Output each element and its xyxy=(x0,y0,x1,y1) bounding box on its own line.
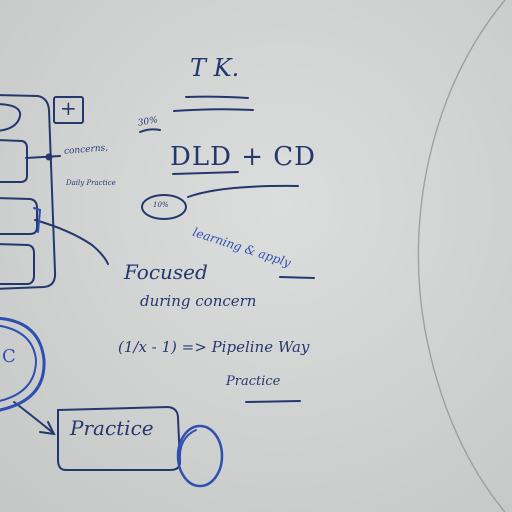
stack-box-1 xyxy=(0,139,28,183)
focused-label: Focused xyxy=(124,260,208,284)
during-concern-label: during concern xyxy=(140,292,257,310)
c-letter: C xyxy=(2,346,16,367)
outer-stack-box xyxy=(0,94,57,290)
big-blue-circle xyxy=(0,316,46,412)
acronym-dld-cd: DLD + CD xyxy=(170,142,317,172)
practice-box-label: Practice xyxy=(70,416,154,440)
oval-10 xyxy=(141,194,187,220)
percent-small-label: 10% xyxy=(153,201,169,209)
plus-symbol: + xyxy=(60,96,77,120)
tk-underline-1 xyxy=(185,95,249,99)
heading-tk: T K. xyxy=(190,54,240,82)
tk-underline-2 xyxy=(173,108,254,112)
stack-box-2 xyxy=(0,197,38,235)
practice-word: Practice xyxy=(226,374,281,389)
arrow-to-concerns xyxy=(25,155,61,159)
curve-from-oval xyxy=(187,184,299,198)
oval-top-left xyxy=(0,103,22,132)
practice-box xyxy=(57,405,182,471)
arrow-to-practice xyxy=(13,401,53,433)
formula-label: (1/x - 1) => Pipeline Way xyxy=(118,338,310,356)
plus-box xyxy=(53,96,84,124)
blue-circle-right xyxy=(176,424,224,488)
stack-box-3 xyxy=(0,243,35,285)
large-faint-circle xyxy=(417,0,506,512)
curve-to-focused xyxy=(34,219,109,265)
daily-practice-label: Daily Practice xyxy=(66,179,116,187)
